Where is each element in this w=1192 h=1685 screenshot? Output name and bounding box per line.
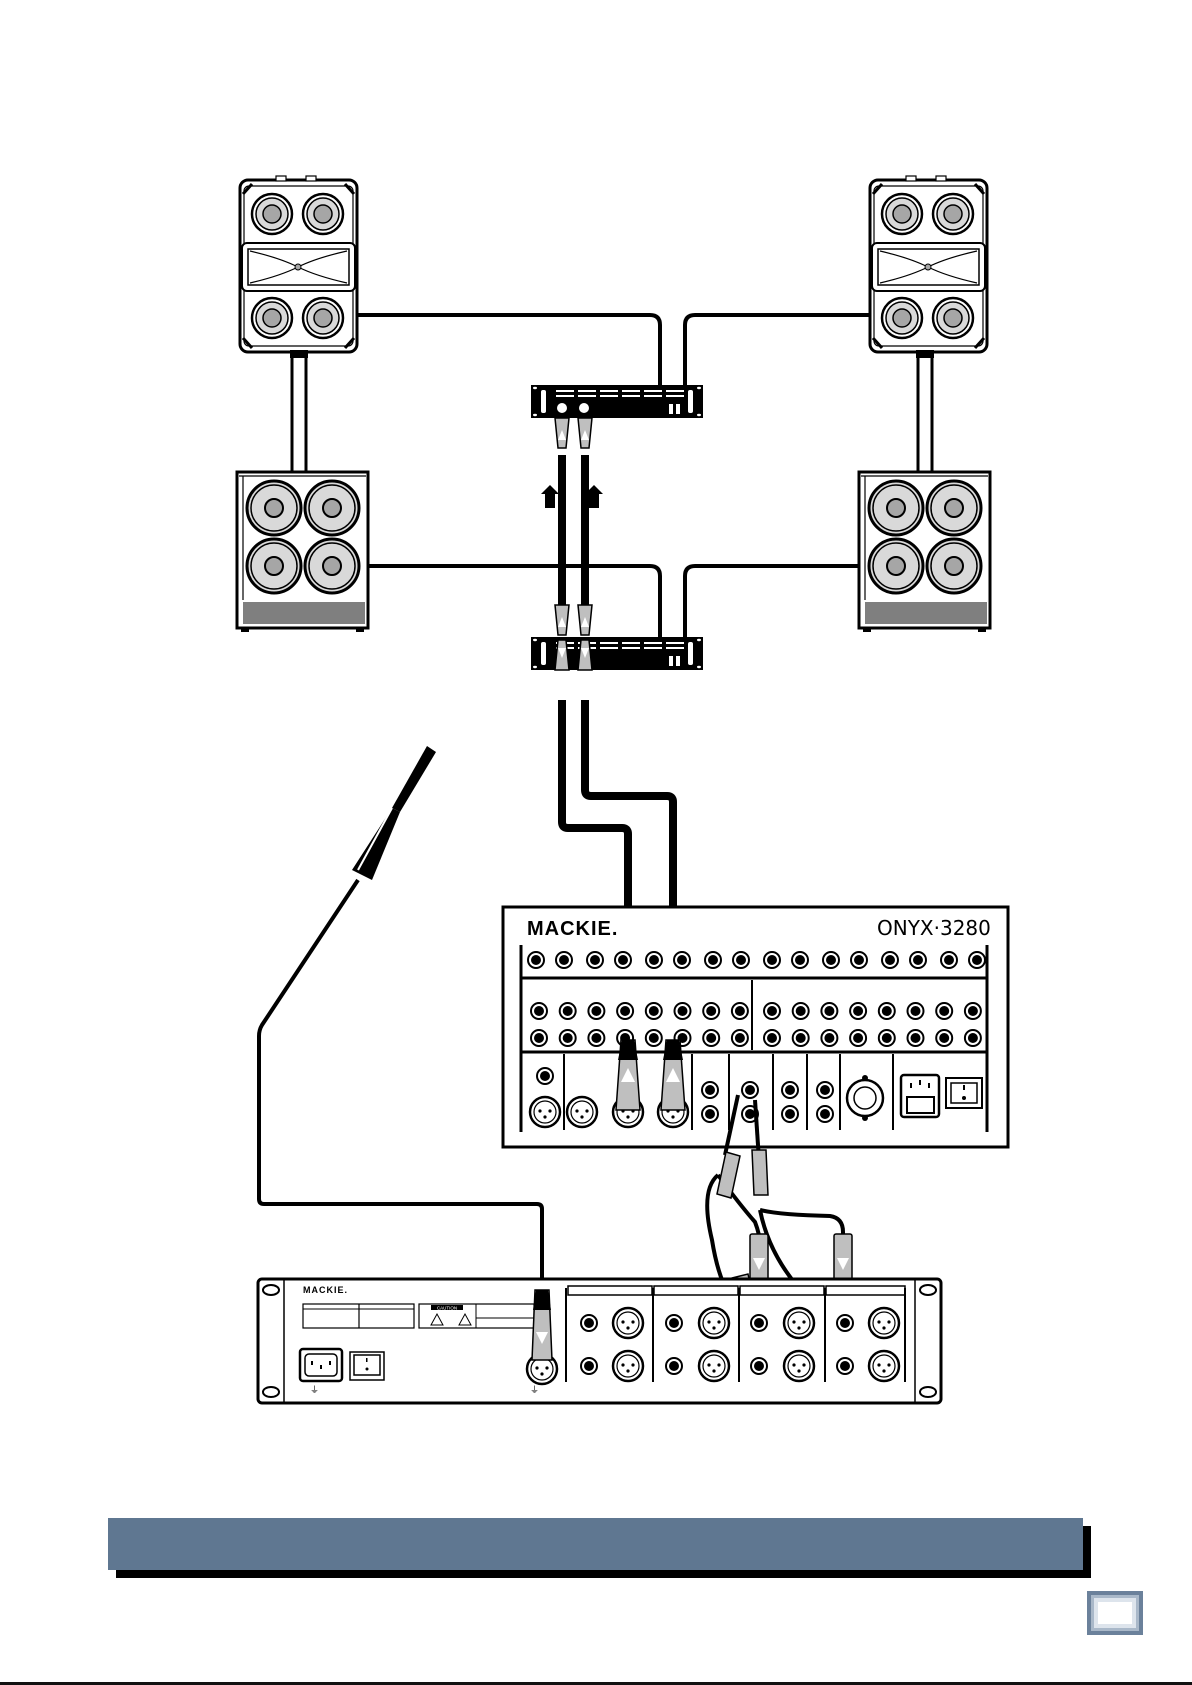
- speaker-pole-right: [916, 350, 934, 472]
- power-inlet-icon: [300, 1349, 342, 1381]
- jack-socket: [910, 952, 926, 968]
- jack-socket: [882, 952, 898, 968]
- jack-socket: [941, 952, 957, 968]
- jack-socket: [764, 1003, 780, 1019]
- jack-socket: [560, 1030, 576, 1046]
- mixer-brand: MACKIE.: [527, 918, 618, 940]
- jack-socket: [703, 1003, 719, 1019]
- full-range-speaker-right: [870, 176, 987, 352]
- jack-socket: [850, 1030, 866, 1046]
- svg-text:⏚: ⏚: [310, 1385, 319, 1395]
- rack-processor: MACKIE. CAUTION ⏚ ⏚: [258, 1279, 941, 1403]
- jack-socket: [703, 1030, 719, 1046]
- jack-socket: [733, 952, 749, 968]
- jack-socket: [850, 1003, 866, 1019]
- jack-socket: [615, 952, 631, 968]
- jack-socket: [588, 1003, 604, 1019]
- jack-socket: [764, 1030, 780, 1046]
- jack-socket: [821, 1003, 837, 1019]
- power-switch: [946, 1078, 982, 1108]
- jack-socket: [879, 1003, 895, 1019]
- jack-socket: [732, 1030, 748, 1046]
- jack-socket: [531, 1030, 547, 1046]
- jack-socket: [908, 1030, 924, 1046]
- jack-socket: [851, 952, 867, 968]
- rack-brand: MACKIE.: [303, 1285, 348, 1295]
- mixer-model: ONYX·3280: [877, 916, 991, 940]
- speaker-pole-left: [290, 350, 308, 472]
- jack-socket: [969, 952, 985, 968]
- jack-socket: [531, 1003, 547, 1019]
- power-switch: [350, 1352, 384, 1380]
- section-banner: [108, 1518, 1083, 1570]
- caution-label: CAUTION: [437, 1306, 457, 1311]
- amp-link-cables: [541, 418, 603, 635]
- speaker-cables: [357, 315, 870, 637]
- jack-socket: [675, 1003, 691, 1019]
- jack-socket: [793, 1003, 809, 1019]
- jack-socket: [646, 952, 662, 968]
- jack-socket: [823, 952, 839, 968]
- subwoofer-left: [237, 472, 368, 632]
- svg-text:⏚: ⏚: [530, 1385, 539, 1395]
- jack-socket: [705, 952, 721, 968]
- jack-socket: [879, 1030, 895, 1046]
- jack-socket: [617, 1003, 633, 1019]
- jack-socket: [908, 1003, 924, 1019]
- jack-socket: [646, 1030, 662, 1046]
- jack-socket: [936, 1003, 952, 1019]
- jack-socket: [588, 1030, 604, 1046]
- microphone-cable: [259, 880, 542, 1290]
- jack-socket: [560, 1003, 576, 1019]
- full-range-speaker-left: [240, 176, 357, 352]
- jack-socket: [764, 952, 780, 968]
- power-inlet-icon: [901, 1075, 939, 1117]
- jack-socket: [936, 1030, 952, 1046]
- subwoofer-right: [859, 472, 990, 632]
- microphone: [352, 746, 436, 880]
- jack-socket: [793, 1030, 809, 1046]
- jack-socket: [965, 1003, 981, 1019]
- jack-socket: [792, 952, 808, 968]
- jack-socket: [674, 952, 690, 968]
- jack-socket: [587, 952, 603, 968]
- page-number-box: [1087, 1591, 1143, 1635]
- jack-socket: [556, 952, 572, 968]
- jack-socket: [965, 1030, 981, 1046]
- jack-socket: [646, 1003, 662, 1019]
- jack-socket: [528, 952, 544, 968]
- jack-socket: [732, 1003, 748, 1019]
- power-amplifier-top: [531, 385, 703, 418]
- jack-socket: [821, 1030, 837, 1046]
- signal-arrow-icon: [541, 485, 559, 508]
